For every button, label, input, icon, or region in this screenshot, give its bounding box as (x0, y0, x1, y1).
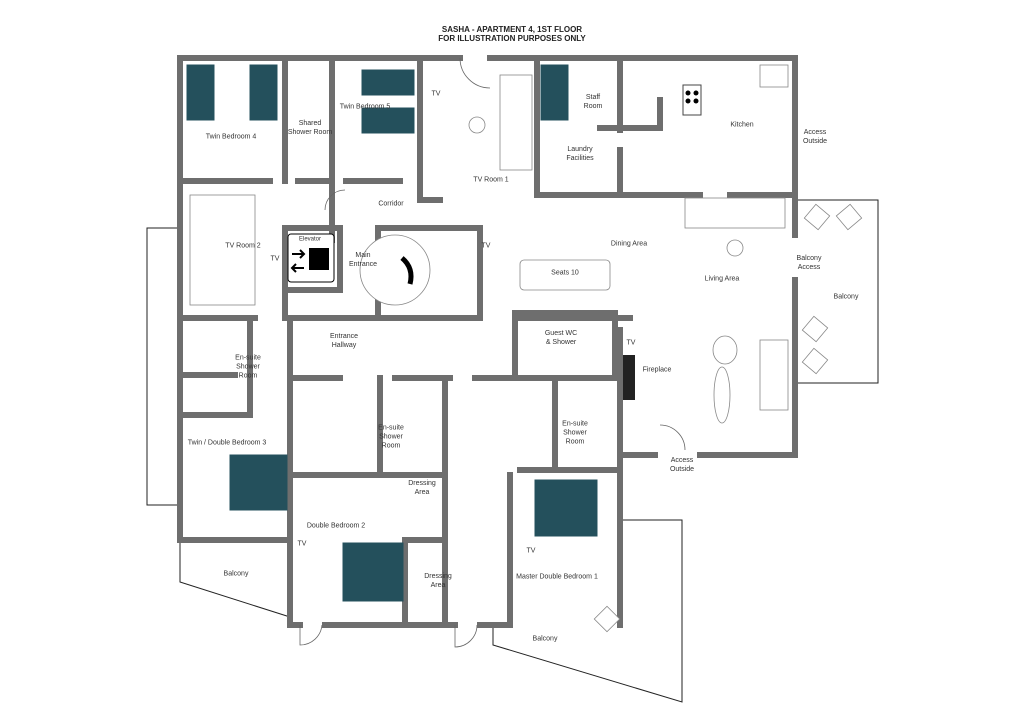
side-table (468, 116, 486, 134)
bed (540, 64, 569, 121)
label-ensuite-2: En-suite Shower Room (378, 424, 404, 450)
label-double-bedroom-2: Double Bedroom 2 (306, 522, 366, 530)
label-twin-double-bedroom-3: Twin / Double Bedroom 3 (187, 439, 267, 447)
label-staff-room: Staff Room (583, 94, 603, 110)
elevator-arrows-icon (290, 249, 306, 273)
bed (534, 479, 598, 537)
plan-disclaimer: FOR ILLUSTRATION PURPOSES ONLY (438, 34, 586, 43)
plan-title: SASHA - APARTMENT 4, 1ST FLOOR (441, 25, 583, 34)
label-guest-wc: Guest WC & Shower (544, 330, 578, 346)
label-fireplace: Fireplace (642, 366, 672, 374)
label-tv: TV (431, 90, 441, 98)
balcony-outlines (146, 199, 879, 703)
bed (249, 64, 278, 121)
label-tv-room-1: TV Room 1 (473, 176, 509, 184)
label-balcony-left: Balcony (223, 570, 249, 578)
label-tv: TV (526, 547, 536, 555)
label-dining-area: Dining Area (610, 240, 648, 248)
label-balcony-access: Balcony Access (796, 255, 822, 271)
coffee-table (726, 239, 744, 257)
walls (177, 55, 798, 628)
bed (361, 107, 415, 134)
spiral-staircase (359, 234, 431, 306)
balcony-table (593, 605, 621, 633)
label-twin-bedroom-4: Twin Bedroom 4 (205, 133, 257, 141)
label-twin-bedroom-5: Twin Bedroom 5 (339, 103, 391, 111)
sofa (759, 339, 789, 411)
label-balcony-right: Balcony (833, 293, 859, 301)
label-living-area: Living Area (704, 275, 740, 283)
label-seats-10: Seats 10 (551, 269, 579, 277)
label-tv: TV (297, 540, 307, 548)
balcony-chair (801, 347, 829, 375)
balcony-chair (835, 203, 863, 231)
sofa (684, 197, 786, 229)
label-tv-room-2: TV Room 2 (225, 242, 261, 250)
stair-direction-arrow-icon (400, 256, 414, 285)
label-dressing-area-1: Dressing Area (424, 573, 452, 589)
bed (186, 64, 215, 121)
label-access-outside-top: Access Outside (802, 129, 828, 145)
balcony-chair (801, 315, 829, 343)
label-balcony-bottom: Balcony (532, 635, 558, 643)
beds (186, 64, 598, 602)
label-shared-shower-room: Shared Shower Room (287, 120, 333, 136)
label-tv: TV (270, 255, 280, 263)
sofa (189, 194, 256, 306)
rug (712, 335, 738, 365)
label-ensuite-3: En-suite Shower Room (235, 354, 261, 380)
label-ensuite-1: En-suite Shower Room (562, 420, 588, 446)
label-entrance-hallway: Entrance Hallway (329, 333, 359, 349)
dining-table (519, 259, 611, 291)
label-tv: TV (481, 242, 491, 250)
label-corridor: Corridor (378, 200, 404, 208)
balcony-chair (803, 203, 831, 231)
label-tv: TV (626, 339, 636, 347)
furniture (189, 57, 863, 648)
bed (361, 69, 415, 96)
stove-icon (682, 84, 702, 116)
label-main-entrance: Main Entrance (348, 252, 378, 268)
elevator-panel-icon (309, 248, 329, 270)
sofa (499, 74, 533, 171)
label-elevator: Elevator (298, 236, 322, 243)
label-master-double-bedroom-1: Master Double Bedroom 1 (516, 573, 598, 581)
bed (342, 542, 404, 602)
sink (759, 64, 789, 88)
label-access-outside-bottom: Access Outside (669, 457, 695, 473)
fireplace-icon (623, 355, 635, 400)
door-swings (299, 57, 686, 648)
bed (229, 454, 288, 511)
label-kitchen: Kitchen (730, 121, 754, 129)
rug (713, 366, 731, 424)
label-laundry: Laundry Facilities (566, 146, 594, 162)
label-dressing-area-2: Dressing Area (408, 480, 436, 496)
